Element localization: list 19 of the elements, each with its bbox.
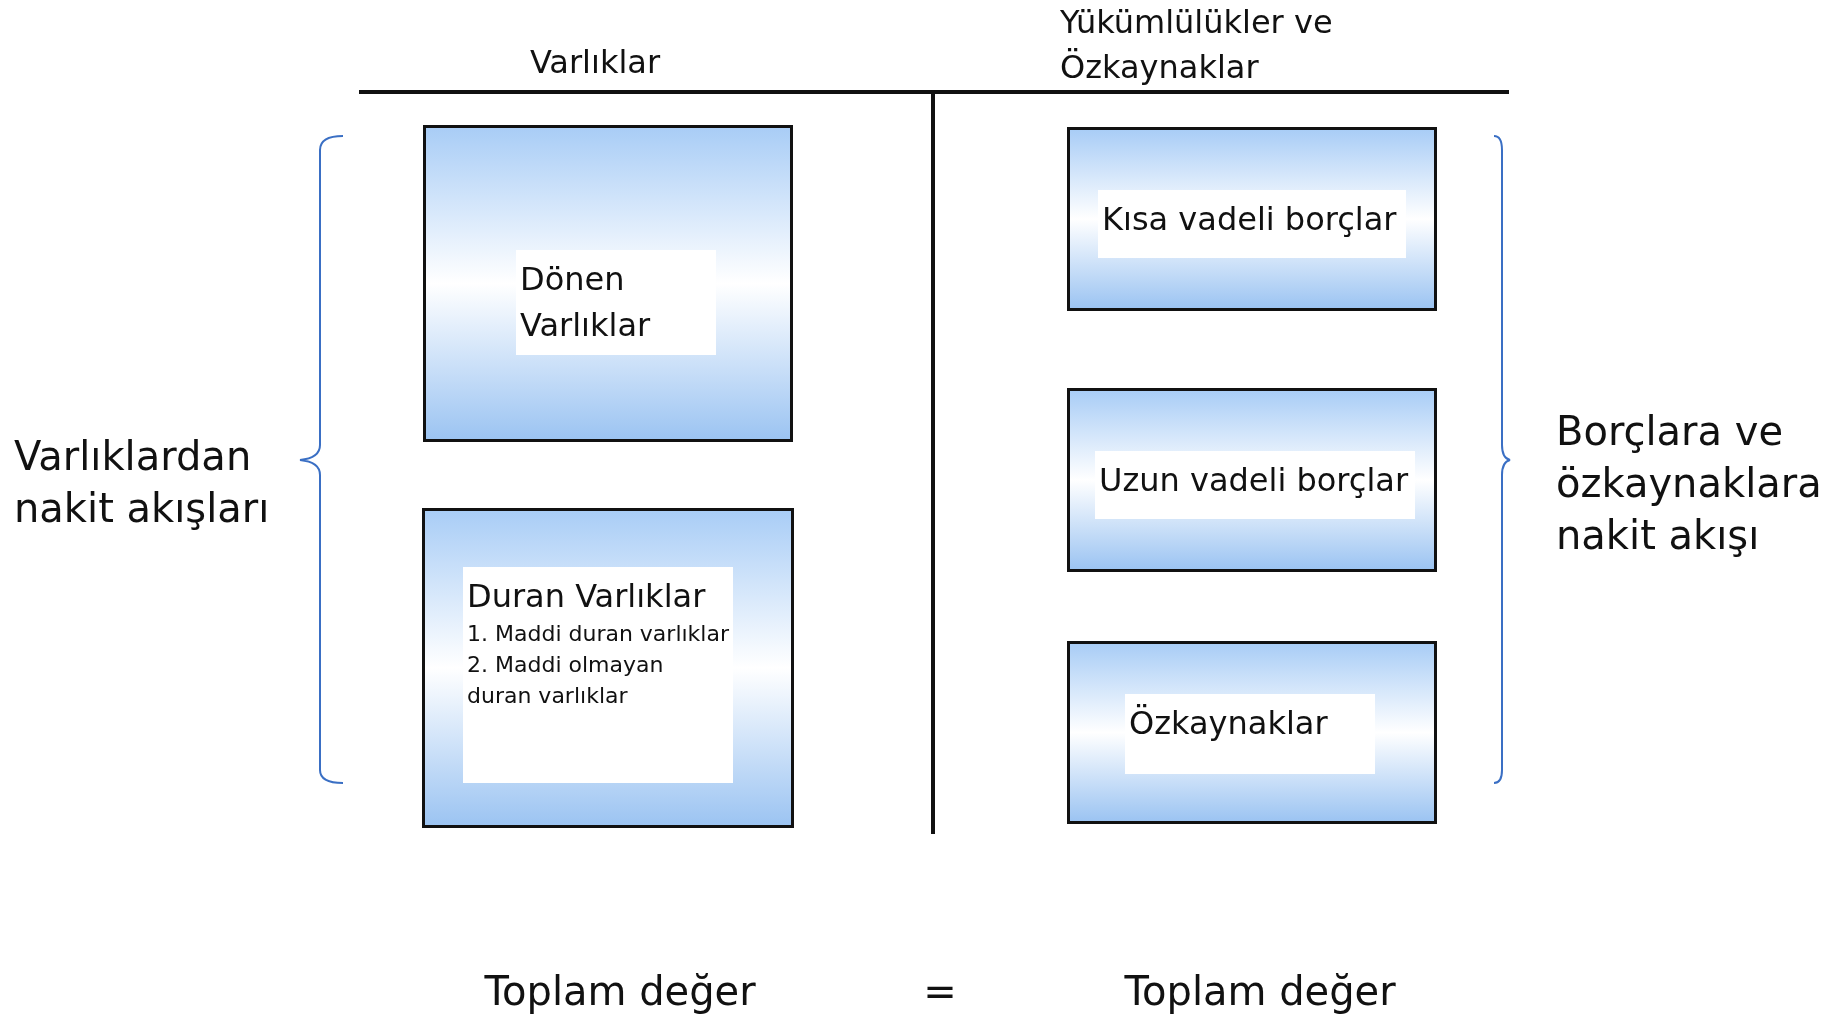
side-label: Borçlara ve özkaynaklara nakit akışı — [1556, 407, 1823, 560]
box-title: Duran Varlıklar — [467, 576, 707, 617]
list-item: 1. Maddi duran varlıklar — [467, 620, 729, 649]
account-box — [422, 508, 794, 828]
column-heading: Varlıklar — [528, 42, 662, 83]
box-title: Dönen Varlıklar — [520, 259, 652, 347]
box-title: Özkaynaklar — [1129, 703, 1329, 744]
account-box — [1067, 641, 1437, 824]
total-label: Toplam değer — [483, 967, 757, 1016]
account-box — [1067, 388, 1437, 572]
equals-sign: = — [922, 967, 958, 1016]
column-heading: Yükümlülükler ve Özkaynaklar — [1060, 2, 1334, 88]
box-title: Uzun vadeli borçlar — [1099, 460, 1410, 501]
list-item: 2. Maddi olmayan duran varlıklar — [467, 651, 665, 710]
box-title: Kısa vadeli borçlar — [1102, 199, 1398, 240]
side-label: Varlıklardan nakit akışları — [14, 432, 271, 533]
account-box — [1067, 127, 1437, 311]
account-box — [423, 125, 793, 442]
total-label: Toplam değer — [1123, 967, 1397, 1016]
